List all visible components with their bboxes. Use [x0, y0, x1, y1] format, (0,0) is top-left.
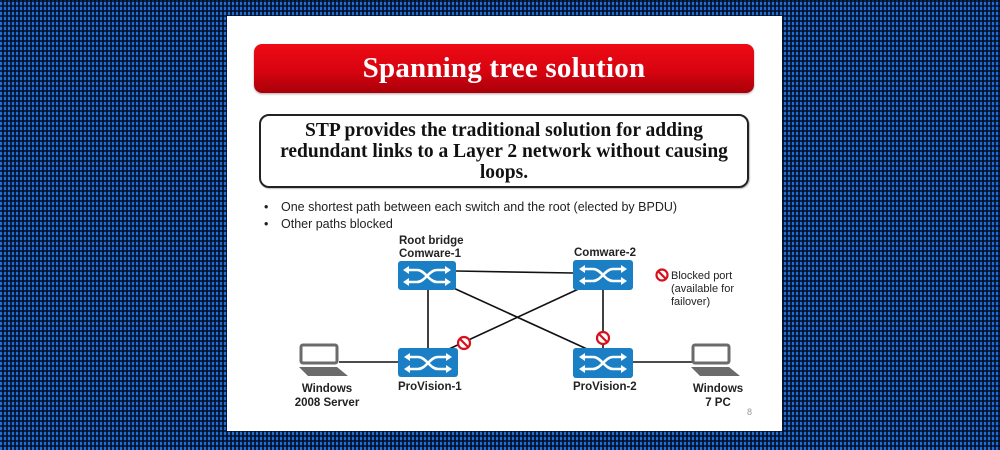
- switch-comware-2[interactable]: [573, 260, 633, 290]
- slide: Spanning tree solution STP provides the …: [227, 16, 782, 431]
- provision-1-label: ProVision-1: [398, 381, 462, 393]
- pc-label-line2: 7 PC: [705, 397, 731, 409]
- switch-provision-1[interactable]: [398, 348, 458, 377]
- link-comware1-comware2: [455, 270, 574, 274]
- slide-title: Spanning tree solution: [362, 52, 646, 84]
- comware-1-label: Comware-1: [399, 248, 462, 260]
- server-label-line2: 2008 Server: [295, 397, 360, 409]
- server-label-line1: Windows: [302, 383, 352, 395]
- switch-comware-1[interactable]: [398, 261, 456, 290]
- callout-box: STP provides the traditional solution fo…: [259, 114, 749, 188]
- link-comware2-provision1: [448, 285, 586, 350]
- legend: Blocked port (available for failover): [655, 268, 734, 308]
- switch-provision-2[interactable]: [573, 348, 633, 378]
- callout-text: STP provides the traditional solution fo…: [280, 119, 728, 183]
- comware-2-label: Comware-2: [574, 247, 636, 259]
- bullet-list: One shortest path between each switch an…: [261, 199, 677, 233]
- network-diagram: Root bridge Comware-1 Comware-2 ProVisio…: [295, 235, 743, 409]
- pc-label-line1: Windows: [693, 383, 743, 395]
- title-banner: Spanning tree solution: [254, 44, 754, 93]
- page-number: 8: [746, 407, 752, 417]
- legend-line-3: failover): [671, 296, 710, 308]
- legend-line-1: Blocked port: [671, 270, 732, 282]
- bullet-item: Other paths blocked: [261, 216, 677, 233]
- links: [339, 270, 692, 363]
- bullet-item: One shortest path between each switch an…: [261, 199, 677, 216]
- blocked-port-icon: [456, 335, 472, 351]
- laptop-icon: [299, 343, 348, 376]
- legend-line-2: (available for: [671, 283, 734, 295]
- blocked-port-icon: [655, 268, 669, 282]
- provision-2-label: ProVision-2: [573, 381, 637, 393]
- laptop-icon: [691, 343, 740, 376]
- blocked-port-icon: [595, 330, 611, 346]
- root-bridge-label: Root bridge: [399, 235, 464, 247]
